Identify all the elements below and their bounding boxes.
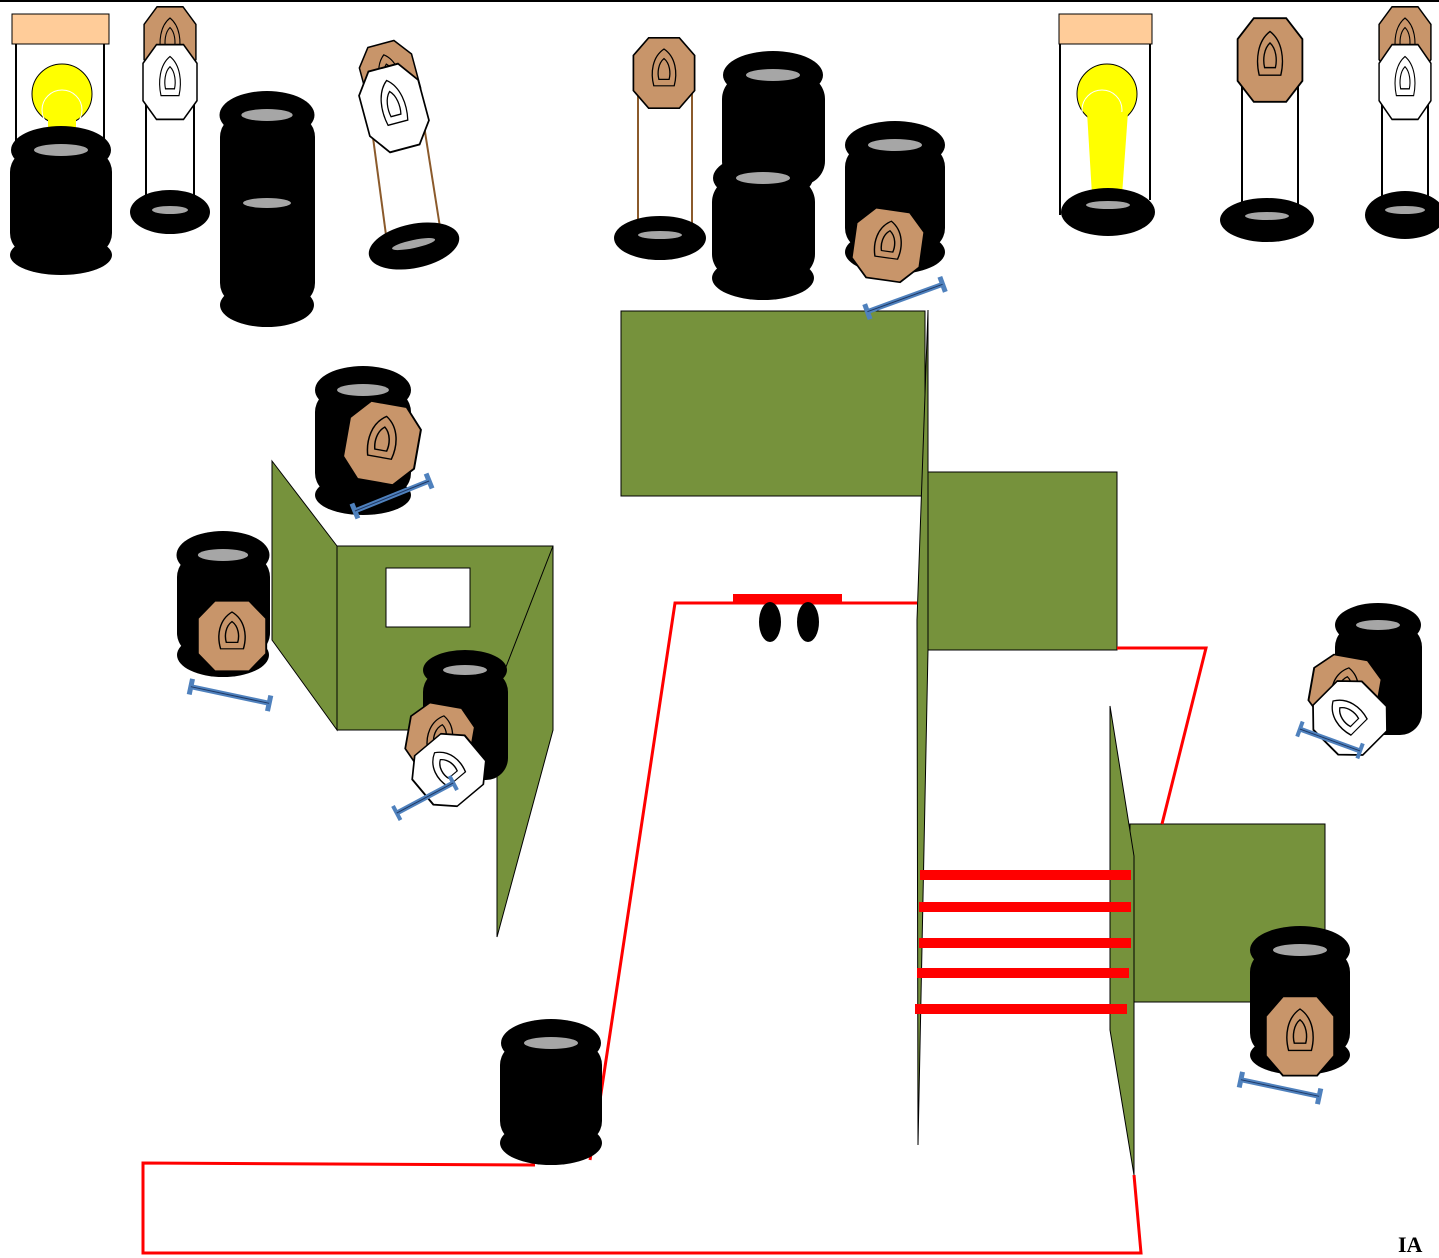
ladder-bar-5 xyxy=(915,1004,1127,1014)
tire-stack-left-middle xyxy=(176,531,271,711)
tire-stack-window xyxy=(393,650,508,820)
tire-stack-top-center-front xyxy=(712,154,815,300)
tire-stack-top-left xyxy=(10,126,112,275)
ladder-bar-4 xyxy=(917,968,1129,978)
wall-right-upper xyxy=(927,471,1118,651)
steel-white-top-1 xyxy=(130,5,210,234)
tire-stack-right-lower xyxy=(1239,926,1350,1104)
ladder-bar-3 xyxy=(919,938,1131,948)
wall-center-divider xyxy=(916,309,929,1146)
fault-line-bottom xyxy=(141,1161,1143,1255)
steel-brown-top-right xyxy=(1220,17,1314,242)
tire-stack-right-upper xyxy=(1297,603,1422,768)
fault-line-main xyxy=(588,601,917,1161)
shooter-foot-left xyxy=(759,602,781,642)
steel-brown-top-center xyxy=(614,36,706,260)
ladder-bar-2 xyxy=(919,902,1131,912)
corner-label: IA xyxy=(1398,1232,1423,1257)
steel-white-top-2 xyxy=(352,36,460,270)
start-marker xyxy=(733,594,842,603)
wall-left-right-wing xyxy=(496,545,554,938)
shooter-foot-right xyxy=(797,602,819,642)
wall-top-center xyxy=(620,310,926,497)
steel-white-top-right xyxy=(1365,5,1439,239)
wall-window xyxy=(385,567,471,628)
tire-stack-top-2 xyxy=(219,91,315,327)
tire-stack-bottom-center xyxy=(500,1019,602,1165)
fault-line-right xyxy=(1117,646,1208,825)
popper-right xyxy=(1058,13,1155,236)
tire-stack-left-upper xyxy=(315,366,432,518)
ladder-bar-1 xyxy=(920,870,1131,880)
tire-stack-top-center-right xyxy=(845,121,945,319)
